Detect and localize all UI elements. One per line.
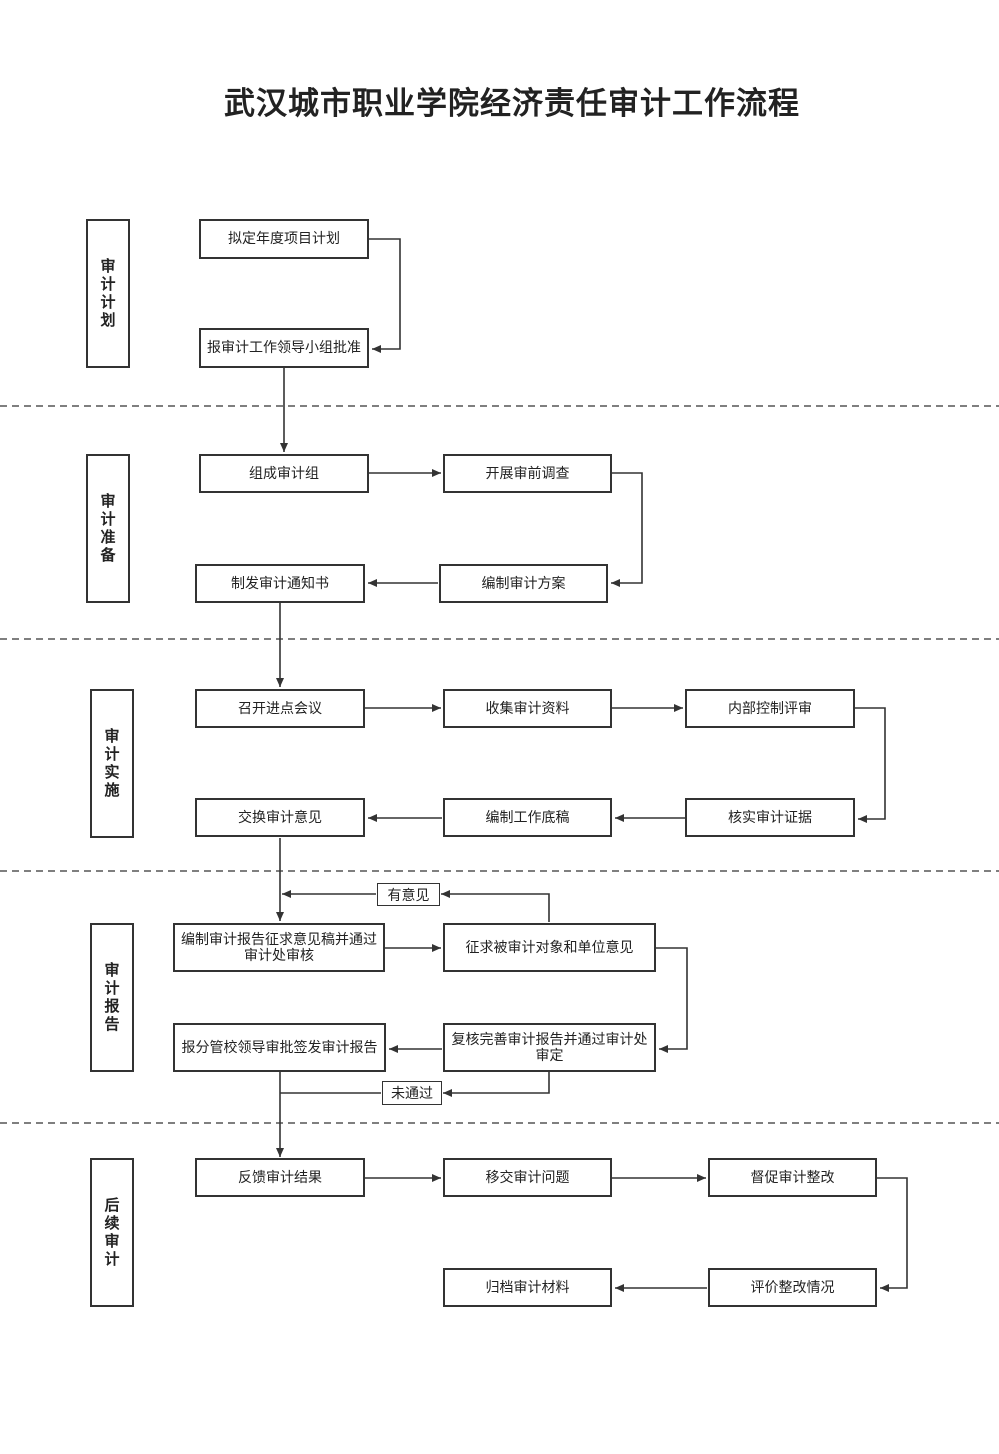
node-impl-verify: 核实审计证据 [685,798,855,837]
node-rep-review: 复核完善审计报告并通过审计处审定 [443,1023,656,1072]
node-rep-draft: 编制审计报告征求意见稿并通过审计处审核 [173,923,385,972]
node-follow-evaluate: 评价整改情况 [708,1268,877,1307]
tag-not-passed: 未通过 [382,1081,442,1105]
node-impl-papers: 编制工作底稿 [443,798,612,837]
node-prep-notice: 制发审计通知书 [195,564,365,603]
tag-has-opinion: 有意见 [377,883,440,906]
node-prep-scheme: 编制审计方案 [439,564,608,603]
arrow [443,1072,550,1097]
node-prep-survey: 开展审前调查 [443,454,612,493]
node-plan-annual: 拟定年度项目计划 [199,219,369,259]
lane-label-report: 审计报告 [90,923,134,1072]
arrow [611,472,643,587]
node-impl-control: 内部控制评审 [685,689,855,728]
node-rep-issue: 报分管校领导审批签发审计报告 [173,1023,386,1072]
node-prep-group: 组成审计组 [199,454,369,493]
node-impl-exchange: 交换审计意见 [195,798,365,837]
lane-label-impl: 审计实施 [90,689,134,838]
arrow [656,947,688,1053]
arrow [441,890,550,922]
node-impl-meeting: 召开进点会议 [195,689,365,728]
arrows [276,238,908,1292]
node-rep-solicit: 征求被审计对象和单位意见 [443,923,656,972]
arrow [369,238,401,353]
node-follow-transfer: 移交审计问题 [443,1158,612,1197]
node-follow-urge: 督促审计整改 [708,1158,877,1197]
node-plan-approve: 报审计工作领导小组批准 [199,328,369,368]
node-follow-archive: 归档审计材料 [443,1268,612,1307]
lane-dividers [0,405,999,1124]
lane-label-plan: 审计计划 [86,219,130,368]
node-impl-collect: 收集审计资料 [443,689,612,728]
arrow [877,1177,908,1292]
arrow [855,707,886,823]
lane-label-prep: 审计准备 [86,454,130,603]
node-follow-feedback: 反馈审计结果 [195,1158,365,1197]
page-title: 武汉城市职业学院经济责任审计工作流程 [224,86,800,122]
lane-label-follow: 后续审计 [90,1158,134,1307]
